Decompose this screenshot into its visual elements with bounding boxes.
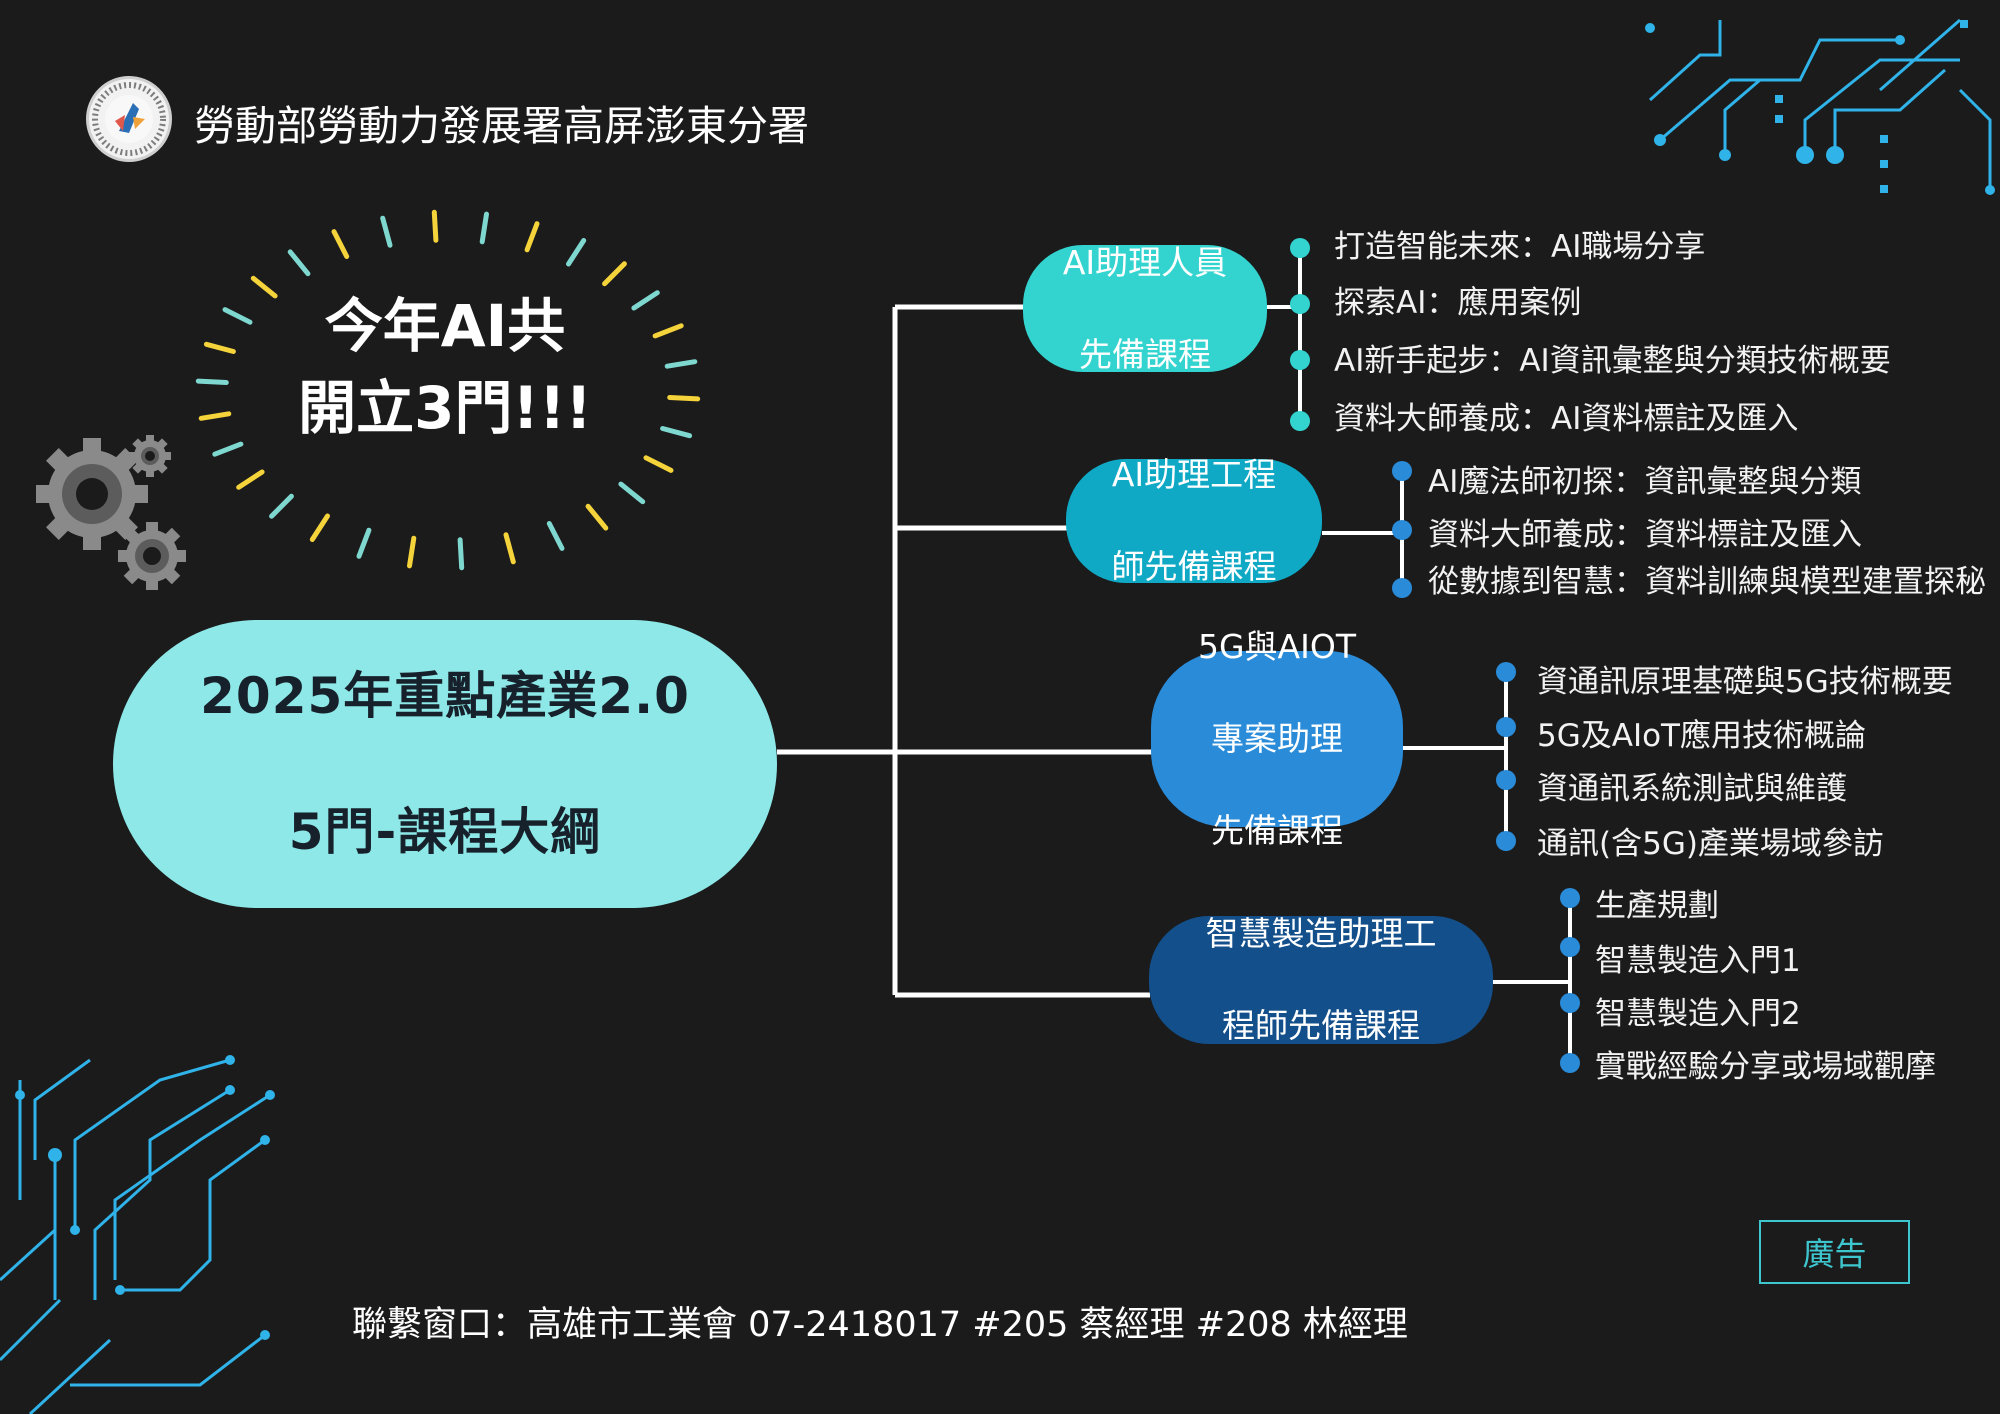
burst-dash [198, 411, 232, 421]
course-item: 生產規劃 [1595, 888, 1719, 924]
burst-dash [431, 209, 439, 243]
burst-dash [212, 441, 244, 457]
course-item: 打造智能未來：AI職場分享 [1334, 229, 1706, 265]
agency-seal-icon [86, 76, 172, 162]
announcement-text: 今年AI共 開立3門!!! [250, 285, 640, 449]
burst-dash [602, 261, 627, 287]
burst-dash [222, 307, 253, 325]
branch-3-line-3: 先備課程 [1210, 811, 1343, 850]
branch-ai-assistant-staff: AI助理人員 先備課程 [1023, 243, 1267, 374]
branch-4-line-1: 智慧製造助理工 [1205, 914, 1437, 953]
branch-smart-manufacturing: 智慧製造助理工 程師先備課程 [1149, 914, 1493, 1045]
burst-dash [566, 238, 587, 267]
course-item: AI魔法師初探：資訊彙整與分類 [1428, 464, 1862, 500]
course-item: 通訊(含5G)產業場域參訪 [1537, 826, 1884, 862]
burst-dash [309, 513, 330, 542]
burst-dash [524, 221, 540, 253]
burst-dash [457, 537, 465, 571]
burst-dash [250, 275, 278, 299]
root-node: 2025年重點產業2.0 5門-課程大綱 [113, 620, 777, 908]
burst-dash [643, 455, 674, 473]
branch-1-line-2: 先備課程 [1079, 334, 1211, 374]
course-item: 智慧製造入門2 [1595, 996, 1801, 1032]
burst-dash [660, 426, 693, 439]
burst-dash [269, 493, 294, 519]
burst-dash [331, 229, 350, 259]
contact-info: 聯繫窗口：高雄市工業會 07-2418017 #205 蔡經理 #208 林經理 [352, 1305, 1408, 1345]
course-item: 智慧製造入門1 [1595, 943, 1801, 979]
announcement-line-1: 今年AI共 [324, 292, 566, 360]
branch-3-line-2: 專案助理 [1210, 719, 1343, 758]
course-item: 實戰經驗分享或場域觀摩 [1595, 1049, 1936, 1085]
course-item: 資通訊原理基礎與5G技術概要 [1537, 664, 1953, 700]
burst-dash [503, 532, 516, 565]
burst-dash [203, 341, 236, 354]
burst-dash [652, 323, 684, 339]
course-item: 資料大師養成：資料標註及匯入 [1428, 517, 1862, 553]
burst-dash [546, 521, 565, 551]
burst-dash [664, 359, 698, 369]
course-item: 5G及AIoT應用技術概論 [1537, 718, 1866, 754]
burst-dash [407, 535, 417, 569]
burst-dash [618, 481, 646, 505]
burst-dash [631, 290, 660, 311]
branch-3-line-1: 5G與AIOT [1197, 627, 1356, 666]
course-item: 從數據到智慧：資料訓練與模型建置探秘 [1428, 564, 1986, 600]
announcement-line-2: 開立3門!!! [298, 374, 592, 442]
burst-dash [195, 378, 229, 385]
burst-dash [380, 215, 393, 248]
burst-dash [287, 249, 311, 277]
course-item: 探索AI：應用案例 [1334, 285, 1582, 321]
branch-2-line-1: AI助理工程 [1111, 455, 1277, 494]
ad-badge: 廣告 [1759, 1220, 1910, 1284]
branch-1-line-1: AI助理人員 [1062, 242, 1228, 282]
burst-dash [356, 527, 372, 559]
branch-ai-assistant-engineer: AI助理工程 師先備課程 [1066, 455, 1322, 586]
course-item: AI新手起步：AI資訊彙整與分類技術概要 [1334, 343, 1891, 379]
burst-dash [479, 211, 489, 245]
branch-5g-aiot: 5G與AIOT 專案助理 先備課程 [1151, 627, 1403, 850]
course-item: 資料大師養成：AI資料標註及匯入 [1334, 401, 1799, 437]
branch-2-line-2: 師先備課程 [1111, 547, 1277, 586]
burst-dash [667, 395, 701, 402]
branch-4-line-2: 程師先備課程 [1222, 1006, 1420, 1045]
burst-dash [236, 469, 265, 490]
organization-name: 勞動部勞動力發展署高屏澎東分署 [194, 102, 809, 150]
burst-dash [585, 503, 609, 531]
root-node-label: 2025年重點產業2.0 5門-課程大綱 [200, 594, 690, 934]
root-node-line-1: 2025年重點產業2.0 [200, 667, 690, 725]
root-node-line-2: 5門-課程大綱 [288, 803, 602, 861]
course-item: 資通訊系統測試與維護 [1537, 771, 1847, 807]
